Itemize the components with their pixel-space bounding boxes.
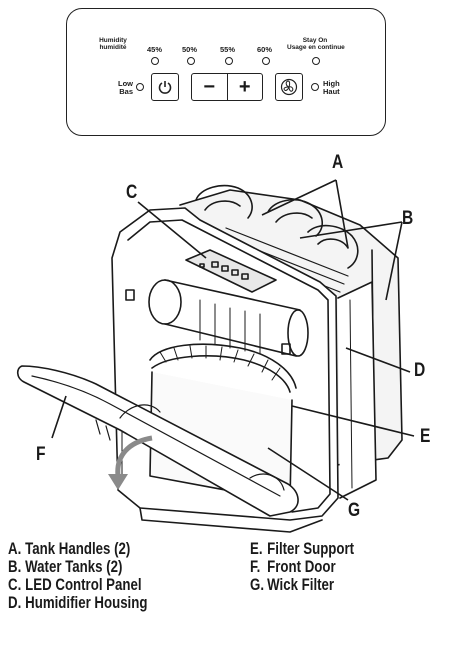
high-label: High Haut bbox=[323, 79, 340, 96]
led-high-indicator bbox=[311, 83, 319, 91]
leader-line-a2 bbox=[335, 179, 349, 249]
level-50-label: 50% bbox=[182, 45, 198, 54]
level-45-label: 45% bbox=[147, 45, 163, 54]
legend-item: A.Tank Handles (2) bbox=[8, 539, 131, 558]
led-45-indicator bbox=[151, 57, 159, 65]
low-label: Low Bas bbox=[118, 79, 133, 96]
callout-b: B bbox=[402, 208, 414, 229]
led-low-indicator bbox=[136, 83, 144, 91]
legend-item: B.Water Tanks (2) bbox=[8, 557, 123, 576]
leader-line-d bbox=[345, 347, 411, 373]
legend-item: F.Front Door bbox=[250, 557, 336, 576]
led-55-indicator bbox=[225, 57, 233, 65]
callout-c: C bbox=[126, 182, 138, 203]
leader-line-g bbox=[267, 447, 349, 501]
minus-button[interactable]: − bbox=[192, 74, 228, 100]
power-icon bbox=[158, 81, 172, 94]
led-50-indicator bbox=[187, 57, 195, 65]
callout-d: D bbox=[414, 360, 426, 381]
stay-on-label: Stay On Usage en continue bbox=[287, 37, 345, 51]
fan-icon bbox=[280, 78, 298, 96]
humidifier-illustration bbox=[16, 179, 415, 533]
parts-legend: A.Tank Handles (2) B.Water Tanks (2) C.L… bbox=[0, 540, 460, 664]
power-button[interactable] bbox=[151, 73, 179, 101]
leader-line-e bbox=[291, 405, 415, 437]
leader-line-f bbox=[51, 395, 67, 439]
led-stay-on-indicator bbox=[312, 57, 320, 65]
led-60-indicator bbox=[262, 57, 270, 65]
leader-line-c bbox=[137, 201, 207, 259]
door-open-arrow bbox=[108, 435, 153, 490]
fan-speed-button[interactable] bbox=[275, 73, 303, 101]
humidity-label: Humidity humidité bbox=[99, 37, 127, 51]
plus-button[interactable]: + bbox=[238, 75, 251, 98]
control-panel-illustration: Humidity humidité 45% 50% 55% 60% Stay O… bbox=[66, 8, 386, 136]
callout-f: F bbox=[36, 444, 46, 465]
legend-item: C.LED Control Panel bbox=[8, 575, 142, 594]
level-60-label: 60% bbox=[257, 45, 273, 54]
callout-a: A bbox=[332, 152, 344, 173]
legend-item: E.Filter Support bbox=[250, 539, 355, 558]
humidity-adjust-buttons: − + bbox=[191, 73, 263, 101]
legend-item: G.Wick Filter bbox=[250, 575, 335, 594]
level-55-label: 55% bbox=[220, 45, 236, 54]
callout-g: G bbox=[348, 500, 361, 521]
leader-line-a1 bbox=[261, 179, 337, 216]
callout-e: E bbox=[420, 426, 431, 447]
leader-line-b1 bbox=[299, 221, 403, 239]
front-door-outline bbox=[16, 365, 299, 517]
legend-item: D.Humidifier Housing bbox=[8, 593, 148, 612]
leader-line-b2 bbox=[385, 221, 403, 301]
